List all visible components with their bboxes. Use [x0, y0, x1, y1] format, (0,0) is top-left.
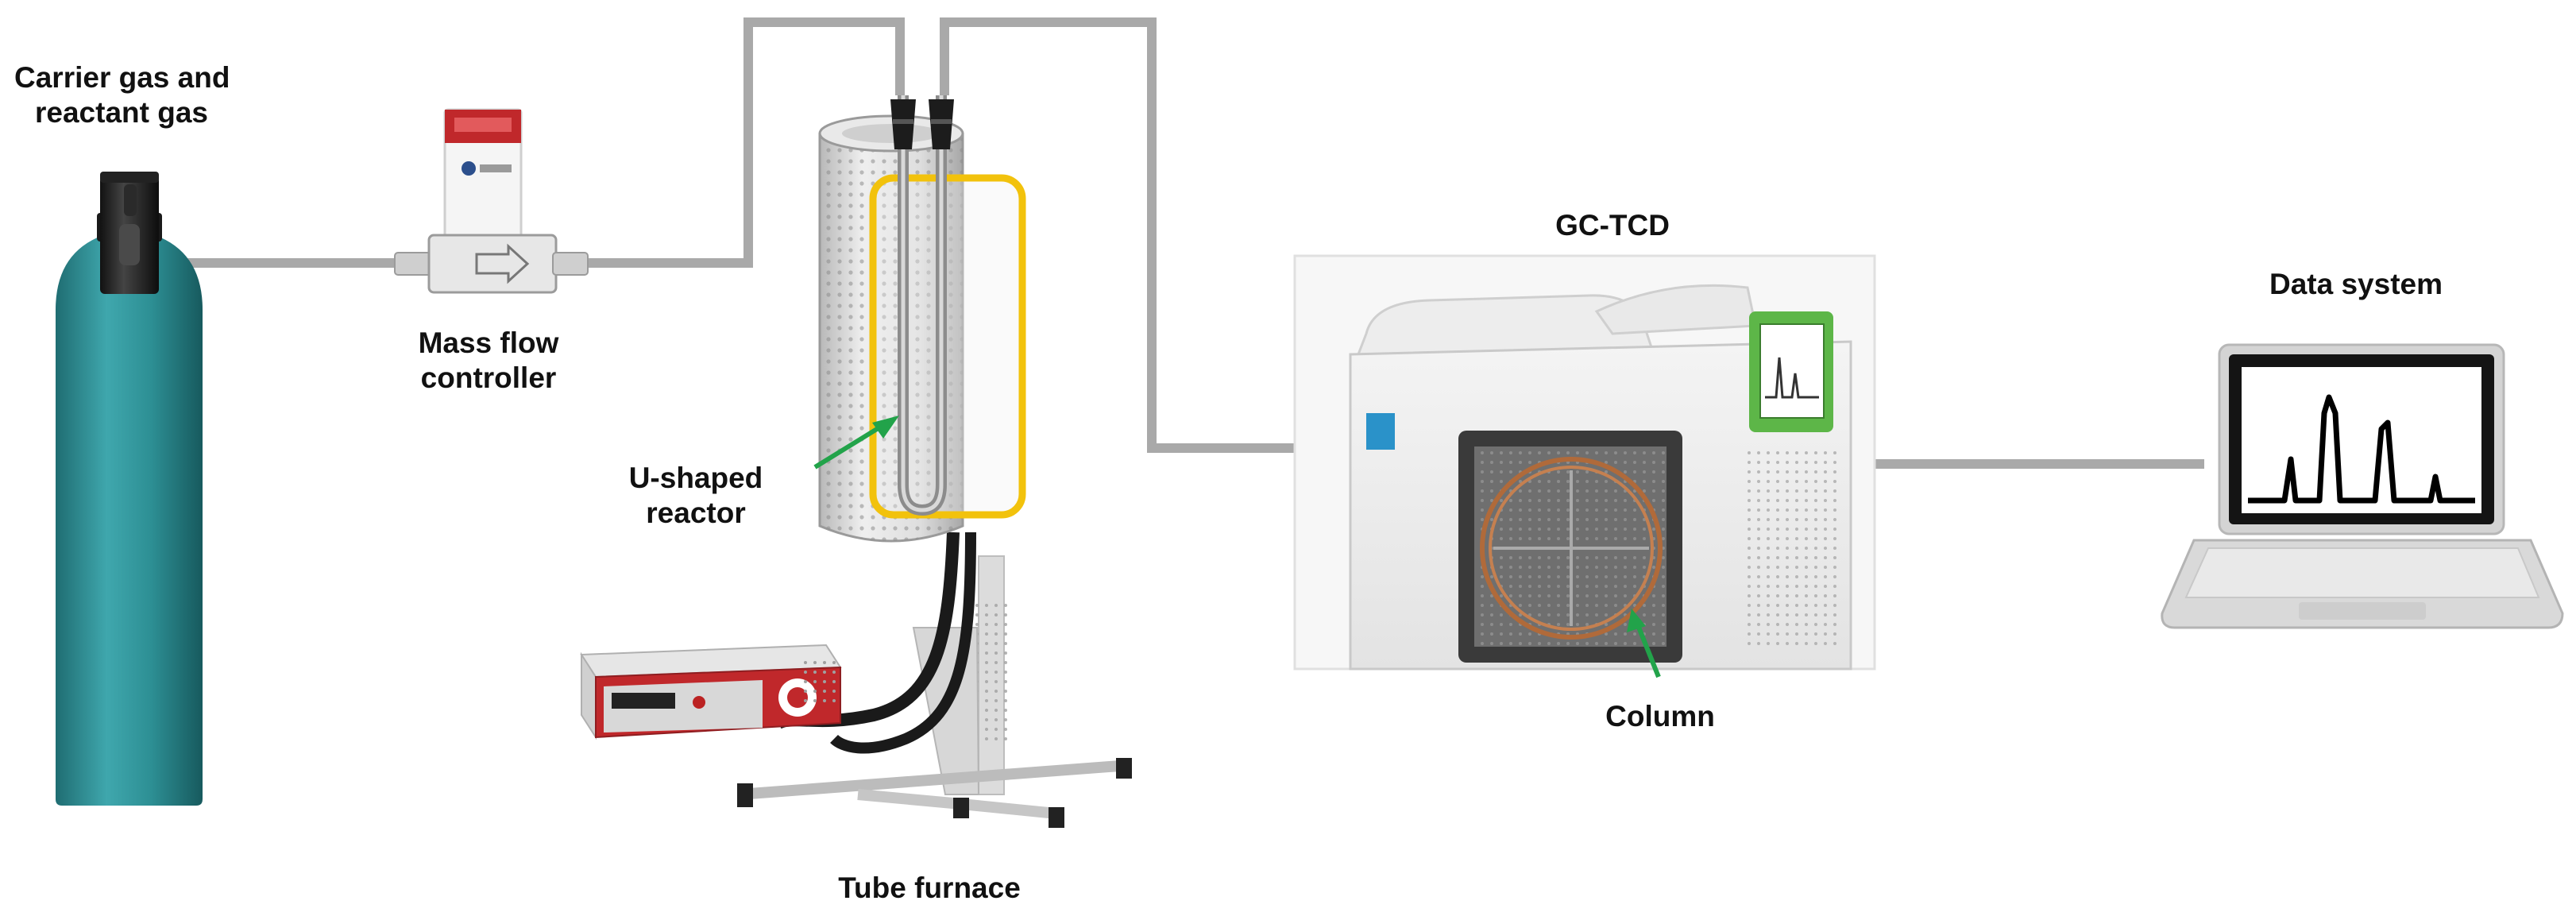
gc-tcd-label: GC-TCD [1555, 209, 1670, 242]
gas-cylinder [56, 172, 203, 806]
tube-furnace-label: Tube furnace [838, 872, 1021, 904]
mass-flow-controller-label: Mass flow controller [418, 327, 559, 394]
data-system-label: Data system [2269, 268, 2443, 300]
mass-flow-controller [394, 108, 589, 294]
gas-tubing [181, 17, 2204, 469]
data-system-laptop [2161, 343, 2564, 629]
reactor-arrow [813, 416, 899, 470]
tube-furnace [737, 95, 1132, 828]
temperature-controller [580, 644, 842, 740]
column-arrow [1627, 609, 1661, 678]
carrier-gas-label: Carrier gas and reactant gas [14, 61, 230, 129]
gc-tcd-instrument [1293, 254, 1876, 671]
reactor-label: U-shaped reactor [628, 462, 763, 529]
column-label: Column [1605, 700, 1715, 733]
